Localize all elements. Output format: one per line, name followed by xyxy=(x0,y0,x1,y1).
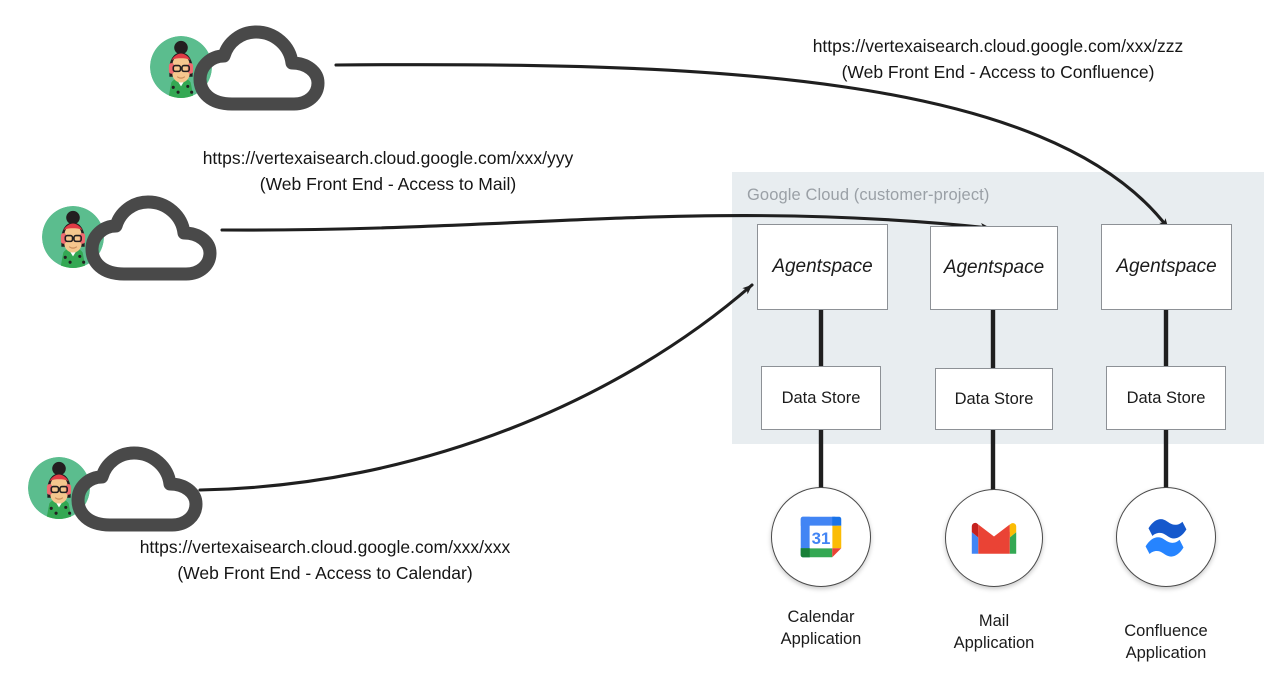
datastore-box-calendar[interactable]: Data Store xyxy=(761,366,881,430)
user-group-confluence xyxy=(150,22,340,112)
datastore-box-confluence[interactable]: Data Store xyxy=(1106,366,1226,430)
url-description: (Web Front End - Access to Confluence) xyxy=(841,61,1155,82)
google-cloud-zone-label: Google Cloud (customer-project) xyxy=(747,186,990,204)
url-text: https://vertexaisearch.cloud.google.com/… xyxy=(812,36,1184,56)
cloud-icon xyxy=(84,192,234,287)
confluence-icon xyxy=(1145,519,1187,557)
agentspace-box-calendar[interactable]: Agentspace xyxy=(757,224,888,310)
app-circle-mail[interactable] xyxy=(945,489,1043,587)
url-text: https://vertexaisearch.cloud.google.com/… xyxy=(202,148,574,168)
cloud-icon xyxy=(70,443,220,538)
url-caption-confluence: https://vertexaisearch.cloud.google.com/… xyxy=(788,34,1208,86)
app-circle-calendar[interactable]: 31 xyxy=(771,487,871,587)
url-text: https://vertexaisearch.cloud.google.com/… xyxy=(139,537,511,557)
gmail-icon xyxy=(971,522,1017,554)
url-caption-mail: https://vertexaisearch.cloud.google.com/… xyxy=(178,146,598,198)
agentspace-box-mail[interactable]: Agentspace xyxy=(930,226,1058,310)
cloud-icon xyxy=(192,22,342,117)
url-caption-calendar: https://vertexaisearch.cloud.google.com/… xyxy=(115,535,535,587)
app-caption-calendar: Calendar Application xyxy=(780,608,862,648)
agentspace-box-confluence[interactable]: Agentspace xyxy=(1101,224,1232,310)
url-description: (Web Front End - Access to Mail) xyxy=(259,173,517,194)
svg-text:31: 31 xyxy=(812,529,831,548)
user-group-calendar xyxy=(28,443,218,533)
url-description: (Web Front End - Access to Calendar) xyxy=(177,562,473,583)
google-calendar-icon: 31 xyxy=(800,516,842,558)
app-caption-confluence: Confluence Application xyxy=(1124,622,1208,662)
user-group-mail xyxy=(42,192,232,282)
datastore-box-mail[interactable]: Data Store xyxy=(935,368,1053,430)
app-caption-mail: Mail Application xyxy=(953,612,1035,652)
app-circle-confluence[interactable] xyxy=(1116,487,1216,587)
connector-user-calendar xyxy=(198,283,754,492)
